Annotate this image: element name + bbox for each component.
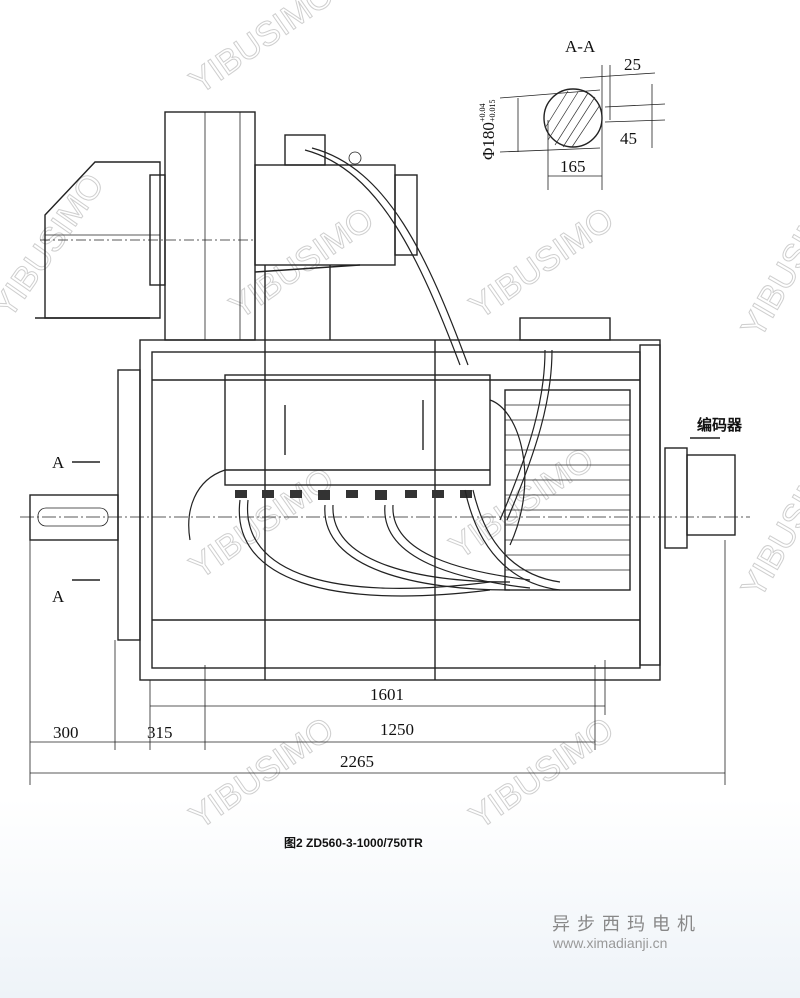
svg-text:YIBUSIMO: YIBUSIMO xyxy=(223,200,381,326)
svg-text:A: A xyxy=(52,587,65,606)
svg-text:A: A xyxy=(52,453,65,472)
svg-text:Φ180: Φ180 xyxy=(479,122,498,160)
svg-text:YIBUSIMO: YIBUSIMO xyxy=(443,440,601,566)
svg-text:45: 45 xyxy=(620,129,637,148)
section-a-a: A-A 25 45 165 Φ180 +0.04 +0.015 xyxy=(478,37,666,190)
figure-caption: 图2 ZD560-3-1000/750TR xyxy=(284,836,423,850)
radiator xyxy=(504,389,631,591)
svg-text:YIBUSIMO: YIBUSIMO xyxy=(734,181,800,344)
shaft: A A xyxy=(29,453,119,606)
svg-text:YIBUSIMO: YIBUSIMO xyxy=(734,441,800,604)
svg-text:+0.015: +0.015 xyxy=(488,99,497,122)
dim-300: 300 xyxy=(53,723,79,742)
svg-text:A-A: A-A xyxy=(565,37,596,56)
blower-motor xyxy=(254,134,418,340)
brand-name: 异步西玛电机 xyxy=(552,914,702,935)
svg-text:YIBUSIMO: YIBUSIMO xyxy=(0,167,112,325)
svg-text:165: 165 xyxy=(560,157,586,176)
svg-text:YIBUSIMO: YIBUSIMO xyxy=(183,460,341,586)
svg-text:YIBUSIMO: YIBUSIMO xyxy=(183,0,341,102)
dim-2265: 2265 xyxy=(340,752,374,771)
dim-1250: 1250 xyxy=(380,720,414,739)
svg-text:+0.04: +0.04 xyxy=(478,103,487,122)
encoder xyxy=(664,437,736,549)
cables xyxy=(188,147,561,597)
svg-text:YIBUSIMO: YIBUSIMO xyxy=(463,200,621,326)
encoder-label: 编码器 xyxy=(697,416,743,434)
svg-text:25: 25 xyxy=(624,55,641,74)
brand-url: www.ximadianji.cn xyxy=(553,935,668,951)
dimension-lines xyxy=(29,540,726,785)
watermarks: YIBUSIMO YIBUSIMO YIBUSIMO YIBUSIMO YIBU… xyxy=(0,0,800,837)
terminal-box xyxy=(224,374,491,500)
dim-1601: 1601 xyxy=(370,685,404,704)
dim-315: 315 xyxy=(147,723,173,742)
